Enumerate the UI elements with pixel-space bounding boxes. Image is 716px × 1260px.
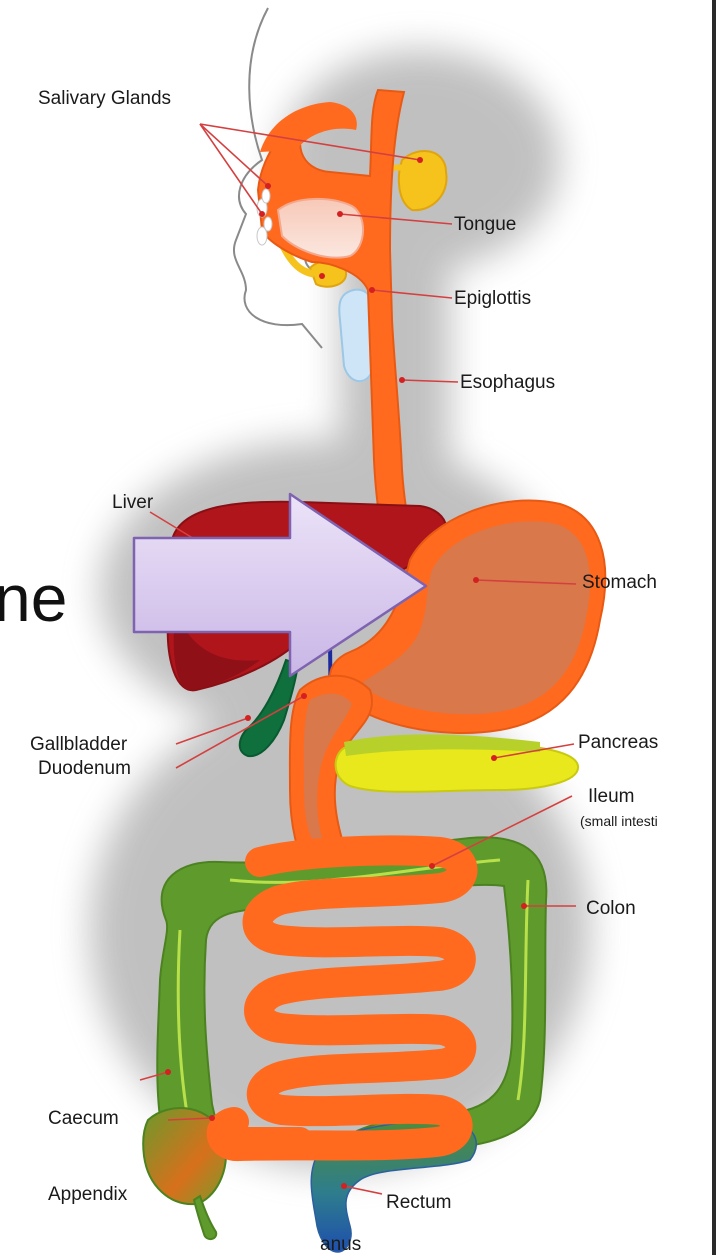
- label-tongue: Tongue: [454, 214, 516, 235]
- label-pancreas: Pancreas: [578, 732, 658, 753]
- overlay-partial-text: ne: [0, 565, 67, 631]
- label-ileum: Ileum: [588, 786, 634, 807]
- label-appendix: Appendix: [48, 1184, 128, 1205]
- label-gallbladder: Gallbladder: [30, 734, 128, 755]
- label-colon: Colon: [586, 898, 636, 919]
- label-liver: Liver: [112, 492, 154, 513]
- label-epiglottis: Epiglottis: [454, 288, 531, 309]
- right-edge-bar: [712, 0, 716, 1255]
- label-anus: anus: [320, 1234, 361, 1255]
- label-rectum: Rectum: [386, 1192, 451, 1213]
- label-salivary-glands: Salivary Glands: [38, 88, 171, 109]
- label-stomach: Stomach: [582, 572, 657, 593]
- label-esophagus: Esophagus: [460, 372, 555, 393]
- label-ileum-note: (small intesti: [580, 813, 658, 829]
- label-duodenum: Duodenum: [38, 758, 131, 779]
- appendix-shape: [194, 1196, 216, 1239]
- label-caecum: Caecum: [48, 1108, 119, 1129]
